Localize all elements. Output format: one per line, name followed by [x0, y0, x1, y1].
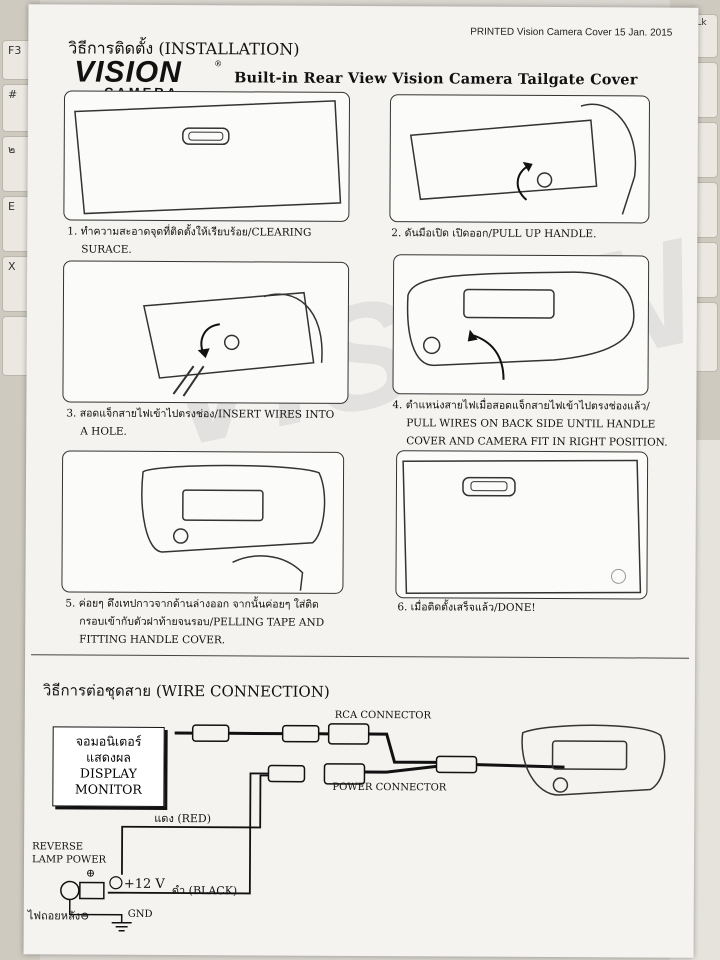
- step-3-illustration: [62, 260, 350, 404]
- label-line: LAMP POWER: [31, 854, 107, 866]
- logo-main-text: VISION: [74, 55, 182, 90]
- caption-line: 4. ตำแหน่งสายไฟเมื่อสอดแจ็กสายไฟเข้าไปตร…: [392, 399, 650, 413]
- step-6-caption: 6. เมื่อติดตั้งเสร็จแล้ว/DONE!: [397, 598, 535, 617]
- caption-line: COVER AND CAMERA FIT IN RIGHT POSITION.: [406, 435, 668, 449]
- caption-line: FITTING HANDLE COVER.: [79, 633, 226, 647]
- caption-line: 1. ทำความสะอาดจุดที่ติดตั้งให้เรียบร้อย/…: [67, 225, 312, 239]
- reverse-lamp-thai-label: ไฟถอยหลัง⊖: [27, 909, 90, 923]
- section-divider: [31, 654, 690, 659]
- key-label: F3: [8, 44, 22, 57]
- caption-line: PULL WIRES ON BACK SIDE UNTIL HANDLE: [406, 417, 656, 431]
- positive-symbol: ⊕: [85, 866, 96, 880]
- red-wire-label: แดง (RED): [154, 811, 212, 826]
- label-line: REVERSE: [32, 841, 84, 853]
- peel-tape-drawing: [141, 464, 326, 591]
- caption-line: 6. เมื่อติดตั้งเสร็จแล้ว/DONE!: [397, 601, 536, 614]
- key-label: ๒: [8, 143, 16, 156]
- step-2-illustration: [389, 94, 651, 224]
- insert-wires-drawing: [142, 291, 323, 397]
- step-2-caption: 2. ดันมือเปิด เปิดออก/PULL UP HANDLE.: [391, 224, 596, 243]
- key-label: X: [8, 260, 16, 273]
- step-1-illustration: [63, 90, 351, 222]
- rca-connector-label: RCA CONNECTOR: [334, 709, 432, 722]
- power-connector-label: POWER CONNECTOR: [332, 781, 447, 794]
- printed-line: PRINTED Vision Camera Cover 15 Jan. 2015: [470, 26, 673, 39]
- gnd-label: GND: [127, 908, 153, 920]
- pull-wires-drawing: [406, 271, 635, 380]
- caption-line: SURACE.: [81, 243, 132, 256]
- sheet-subtitle: Built-in Rear View Vision Camera Tailgat…: [234, 69, 638, 89]
- caption-line: 3. สอดแจ็กสายไฟเข้าไปตรงช่อง/INSERT WIRE…: [66, 407, 335, 421]
- black-wire-label: ดำ (BLACK): [171, 884, 238, 898]
- caption-line: 2. ดันมือเปิด เปิดออก/PULL UP HANDLE.: [391, 227, 597, 241]
- twelve-volt-label: +12 V: [123, 876, 165, 892]
- instruction-sheet: VISION PRINTED Vision Camera Cover 15 Ja…: [23, 4, 712, 958]
- step-3-caption: 3. สอดแจ็กสายไฟเข้าไปตรงช่อง/INSERT WIRE…: [66, 404, 334, 441]
- tailgate-drawing: [74, 100, 342, 215]
- caption-line: 5. ค่อยๆ ดึงเทปกาวจากด้านล่างออก จากนั้น…: [65, 597, 319, 611]
- logo-registered-mark: ®: [214, 59, 223, 69]
- step-5-illustration: [61, 450, 345, 594]
- caption-line: A HOLE.: [80, 425, 127, 438]
- done-drawing: [402, 459, 642, 594]
- step-1-caption: 1. ทำความสะอาดจุดที่ติดตั้งให้เรียบร้อย/…: [67, 222, 311, 259]
- step-5-caption: 5. ค่อยๆ ดึงเทปกาวจากด้านล่างออก จากนั้น…: [65, 594, 324, 649]
- step-4-caption: 4. ตำแหน่งสายไฟเมื่อสอดแจ็กสายไฟเข้าไปตร…: [392, 396, 668, 451]
- step-6-illustration: [395, 450, 649, 600]
- wiring-diagram: [60, 723, 666, 932]
- step-4-illustration: [392, 254, 650, 396]
- pull-handle-drawing: [409, 103, 637, 215]
- reverse-lamp-power-label: REVERSE LAMP POWER: [32, 840, 106, 866]
- key-label: E: [8, 200, 15, 213]
- caption-line: กรอบเข้ากับตัวฝาท้ายจนรอบ/PELLING TAPE A…: [79, 615, 325, 629]
- key-label: #: [8, 88, 18, 101]
- wire-connection-title: วิธีการต่อชุดสาย (WIRE CONNECTION): [42, 681, 330, 701]
